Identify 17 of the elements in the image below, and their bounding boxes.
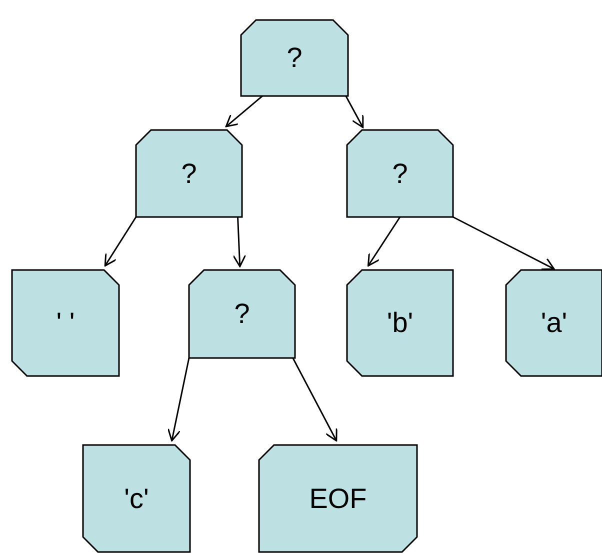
node-label: 'a' xyxy=(540,307,568,339)
node-label: ? xyxy=(392,158,408,190)
arrow xyxy=(292,358,338,442)
arrow xyxy=(167,358,190,442)
arrow xyxy=(452,216,555,270)
arrow xyxy=(225,95,263,128)
node-label: ' ' xyxy=(56,307,75,339)
arrow xyxy=(345,96,364,128)
arrow xyxy=(367,216,401,266)
node-label: EOF xyxy=(309,482,367,514)
arrow xyxy=(104,216,137,266)
node-label: ? xyxy=(286,42,302,74)
node-label: ? xyxy=(234,298,250,330)
arrow xyxy=(232,216,246,268)
node-label: 'c' xyxy=(124,482,149,514)
node-label: 'b' xyxy=(386,307,414,339)
node-label: ? xyxy=(181,158,197,190)
